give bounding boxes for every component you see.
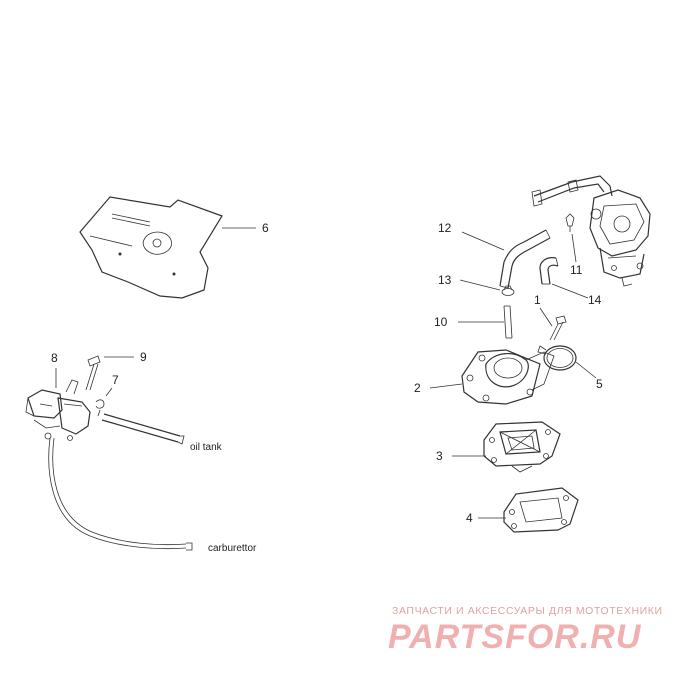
carburettor-line (48, 437, 193, 551)
leader-11 (571, 233, 577, 263)
part-9-bolt (85, 355, 101, 391)
callout-14: 14 (588, 293, 602, 307)
label-carburettor: carburettor (208, 543, 257, 554)
leader-12 (461, 231, 505, 251)
label-oil-tank: oil tank (190, 442, 223, 453)
part-11-fitting (565, 213, 575, 232)
leader-5 (575, 361, 597, 379)
leader-14 (551, 283, 589, 299)
callout-9: 9 (140, 350, 147, 364)
part-5-clamp-ring (537, 345, 577, 371)
part-3-reed-valve (483, 421, 561, 473)
part-1-screw (549, 315, 567, 341)
callout-5: 5 (596, 377, 603, 391)
callout-3: 3 (436, 449, 443, 463)
callout-2: 2 (414, 381, 421, 395)
leader-2 (429, 383, 463, 389)
leader-13 (459, 279, 501, 291)
callout-1: 1 (534, 293, 541, 307)
part-2-intake-manifold (461, 349, 555, 405)
callout-8: 8 (51, 351, 58, 365)
part-8-oil-pump (25, 379, 91, 441)
part-10-pipe (503, 305, 513, 339)
callout-11: 11 (570, 263, 583, 277)
watermark-tagline: ЗАПЧАСТИ И АКСЕССУАРЫ ДЛЯ МОТОТЕХНИКИ (392, 605, 663, 617)
part-12-hose (499, 229, 551, 289)
carburettor-assembly (531, 175, 651, 287)
callout-12: 12 (438, 221, 452, 235)
callout-7: 7 (112, 373, 119, 387)
leader-1 (539, 307, 553, 327)
leader-7 (105, 387, 113, 397)
watermark-logo: PARTSFOR.RU (388, 618, 642, 656)
part-6-shield-plate (79, 196, 223, 299)
oil-tank-hose (101, 413, 185, 445)
part-14-elbow-hose (539, 257, 559, 285)
part-13-clamp (501, 285, 515, 296)
callout-4: 4 (466, 511, 473, 525)
part-4-gasket (503, 487, 579, 533)
part-7-clip (95, 399, 105, 417)
callout-10: 10 (434, 315, 448, 329)
callout-13: 13 (438, 273, 452, 287)
callout-6: 6 (262, 221, 269, 235)
